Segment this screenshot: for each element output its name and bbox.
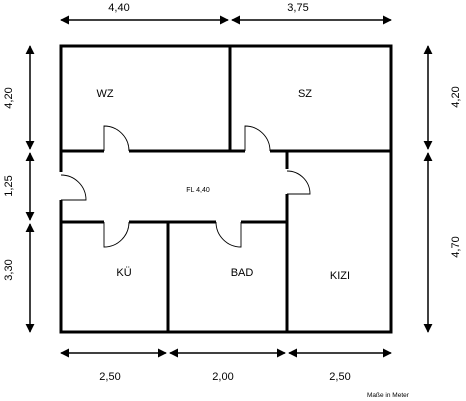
- dim-label-top-2: 3,75: [287, 2, 308, 14]
- room-label-wz: WZ: [96, 88, 113, 100]
- room-label-ku: KÜ: [116, 267, 131, 279]
- room-labels: WZ SZ FL 4,40 KÜ BAD KIZI: [96, 88, 350, 282]
- gap-kizi: [284, 169, 290, 194]
- dim-label-bottom-3: 2,50: [329, 371, 350, 383]
- dim-label-bottom-2: 2,00: [212, 371, 233, 383]
- gap-ku: [104, 219, 129, 225]
- dimension-lines: [25, 15, 433, 358]
- dim-label-bottom-1: 2,50: [99, 371, 120, 383]
- dim-label-right-2: 4,70: [450, 236, 462, 257]
- room-label-bad: BAD: [231, 267, 254, 279]
- door-kizi: [286, 170, 311, 195]
- gap-entrance: [58, 172, 64, 200]
- dim-label-top-1: 4,40: [108, 2, 129, 14]
- door-openings: [58, 148, 290, 225]
- dim-label-left-1: 4,20: [3, 87, 15, 108]
- room-label-kizi: KIZI: [330, 270, 350, 282]
- dim-label-left-2: 1,25: [3, 175, 15, 196]
- gap-sz: [245, 148, 270, 154]
- room-label-sz: SZ: [298, 88, 312, 100]
- gap-bad: [216, 219, 241, 225]
- dim-label-right-1: 4,20: [450, 86, 462, 107]
- dimension-labels: 4,40 3,75 2,50 2,00 2,50 4,20 1,25 3,30 …: [3, 2, 462, 383]
- dim-label-left-3: 3,30: [3, 259, 15, 280]
- doors: [60, 125, 311, 248]
- door-wz: [103, 125, 130, 152]
- room-label-fl: FL 4,40: [186, 187, 210, 194]
- door-ku: [103, 221, 130, 248]
- units-note: Maße in Meter: [367, 392, 410, 399]
- gap-wz: [104, 148, 129, 154]
- door-bad: [215, 221, 242, 248]
- door-sz: [244, 125, 271, 152]
- door-entrance: [60, 174, 87, 201]
